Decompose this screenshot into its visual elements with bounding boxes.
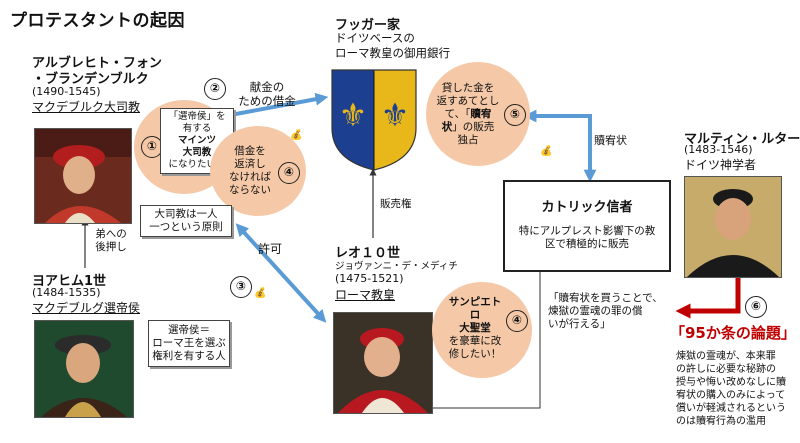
money-icon-2: 💰 [254, 288, 267, 299]
catholic-box: カトリック信者 特にアルプレスト影響下の教 区で積極的に販売 [503, 180, 671, 272]
money-icon-3: 💰 [540, 146, 553, 157]
theses-description: 煉獄の霊魂が、本来罪 の許しに必要な秘跡の 授与や悔い改めなしに贖 宥状の購入の… [676, 351, 786, 427]
step-5-badge: ⑤ [504, 104, 526, 126]
portrait-luther-image [685, 177, 781, 277]
sales-right-label: 販売権 [380, 198, 412, 210]
svg-text:⚜: ⚜ [381, 96, 410, 134]
luther-role: ドイツ神学者 [684, 158, 757, 172]
peter-text: サンピエトロ 大聖堂 を豪華に改 修したい！ [448, 296, 502, 360]
joachim-name: ヨアヒム1世 [32, 274, 107, 289]
albrecht-role: マクデブルク大司教 [32, 100, 141, 114]
fugger-sell-text: 貸した金を 返すあてとし て、「贖宥 状」の販売 独占 [436, 82, 500, 146]
indulgence-quote: 「贖宥状を買うことで、 煉獄の霊魂の罪の償 いが行える」 [548, 292, 663, 330]
step-6-badge: ⑥ [745, 296, 767, 318]
elector-wish-box: 「選帝侯」を 有する マインツ 大司教 になりたい！ [160, 108, 234, 174]
step-3-badge: ③ [230, 276, 252, 298]
albrecht-name-2: ・ブランデンブルク [32, 72, 149, 87]
leo-role: ローマ教皇 [335, 288, 396, 302]
money-icon-1: 💰 [290, 130, 303, 141]
leo-line1: ジョヴァンニ・デ・メディチ [335, 261, 458, 272]
fugger-line1: ドイツベースの [335, 31, 415, 45]
step-2-badge: ② [204, 78, 226, 100]
step-4b-badge: ④ [506, 310, 528, 332]
portrait-joachim-image [35, 321, 133, 417]
brother-label: 弟への後押し [95, 228, 127, 253]
svg-text:⚜: ⚜ [339, 96, 368, 134]
loan-label: 献金のための借金 [238, 80, 296, 108]
albrecht-years: (1490-1545) [32, 85, 101, 98]
fugger-name: フッガー家 [335, 18, 401, 33]
luther-portrait [684, 176, 782, 278]
indulgence-arrow [523, 109, 597, 183]
fugger-line2: ローマ教皇の御用銀行 [335, 46, 450, 60]
luther-years: (1483-1546) [684, 143, 753, 156]
portrait-albrecht-image [35, 129, 131, 223]
step-4a-badge: ④ [278, 162, 300, 184]
permit-label: 許可 [258, 242, 283, 256]
indulgence-label: 贖宥状 [594, 134, 627, 147]
fugger-coat-of-arms: ⚜ ⚜ [331, 69, 417, 171]
catholic-title: カトリック信者 [541, 200, 633, 215]
one-bishop-note: 大司教は一人 一つという原則 [140, 205, 232, 237]
leo-name: レオ１０世 [335, 246, 401, 261]
theses-title: 「95か条の論題」 [670, 324, 796, 342]
catholic-line2: 区で積極的に販売 [545, 238, 629, 250]
page-title: プロテスタントの起因 [10, 11, 185, 31]
leo-catholic-line [432, 266, 541, 409]
leo-years: (1475-1521) [335, 272, 404, 285]
leo-portrait [333, 312, 433, 414]
joachim-years: (1484-1535) [32, 286, 101, 299]
theses-arrow [675, 278, 741, 319]
repay-text: 借金を 返済し なければ ならない [229, 145, 271, 196]
joachim-role: マクデブルグ選帝侯 [32, 301, 141, 315]
permit-arrow [235, 223, 327, 323]
luther-name: マルティン・ルター [684, 132, 800, 147]
catholic-line1: 特にアルプレスト影響下の教 [518, 225, 656, 237]
portrait-leo-image [334, 313, 432, 413]
elector-definition-note: 選帝侯＝ ローマ王を選ぶ 権利を有する人 [148, 320, 230, 367]
joachim-portrait [34, 320, 134, 418]
albrecht-portrait [34, 128, 132, 224]
albrecht-name-1: アルブレヒト・フォン [32, 56, 162, 71]
